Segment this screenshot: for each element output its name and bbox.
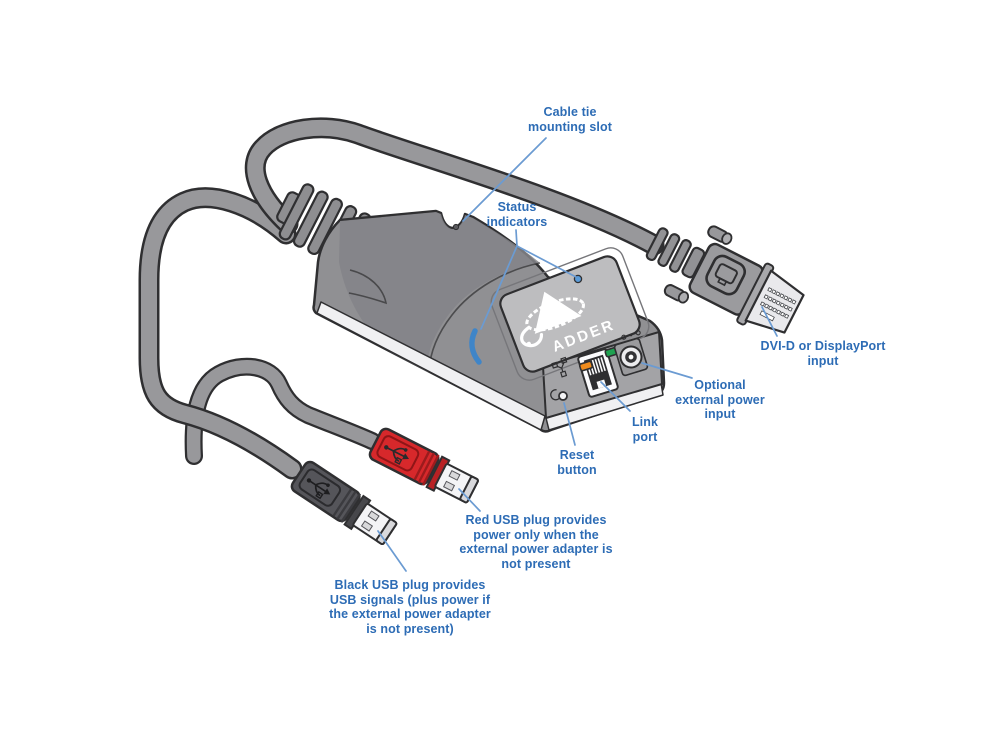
callout-line-red-usb — [458, 488, 481, 512]
usb-trident-icon — [384, 445, 409, 465]
callout-label-red-usb-plug: Red USB plug provides power only when th… — [459, 513, 613, 571]
dc-polarity-icon — [621, 330, 641, 340]
callout-line-power — [641, 362, 693, 379]
overmold-crease — [428, 262, 541, 372]
callout-line-reset — [563, 402, 576, 446]
cable-tie-slot — [452, 223, 460, 231]
callout-line-black-usb — [377, 530, 407, 572]
callout-line-status — [480, 229, 577, 330]
dvi-thumbscrew-bottom — [663, 284, 690, 304]
overmold-hump-crease — [348, 269, 388, 305]
callout-label-link-port: Link port — [631, 415, 659, 444]
usb-trident-icon — [306, 478, 331, 500]
link-activity-led-orange — [578, 360, 594, 372]
callout-label-cable-tie-mounting-slot: Cable tie mounting slot — [528, 105, 612, 134]
kvm-extender-device: ADDER — [312, 209, 666, 433]
callout-label-status-indicators: Status indicators — [486, 200, 548, 229]
dvi-thumbscrew-top — [707, 225, 733, 245]
base-strip-left — [316, 301, 546, 431]
callout-label-reset-button: Reset button — [557, 448, 597, 477]
dvi-pins — [759, 287, 797, 322]
callout-line-cable-tie — [462, 137, 547, 222]
reset-button-hole — [550, 389, 568, 401]
power-jack — [613, 337, 649, 377]
dvi-cable — [244, 117, 665, 256]
callout-label-black-usb-plug: Black USB plug provides USB signals (plu… — [329, 578, 491, 636]
dvi-connector — [645, 225, 805, 334]
callout-label-dvi-input: DVI-D or DisplayPort input — [760, 339, 886, 368]
red-usb-cable — [184, 357, 381, 465]
callout-line-dvi — [761, 306, 778, 337]
usb-bundle-cable — [138, 187, 303, 480]
network-lan-icon — [551, 356, 568, 378]
callout-line-link — [600, 381, 631, 412]
monitor-icon — [705, 254, 747, 296]
rear-overmold-shading — [339, 212, 540, 372]
callout-lines — [377, 137, 778, 572]
black-usb-plug — [290, 460, 398, 546]
red-usb-plug — [368, 427, 479, 504]
reset-arc-icon — [550, 389, 560, 401]
callout-label-external-power-input: Optional external power input — [675, 378, 765, 421]
status-led-light-pipe — [469, 328, 482, 365]
